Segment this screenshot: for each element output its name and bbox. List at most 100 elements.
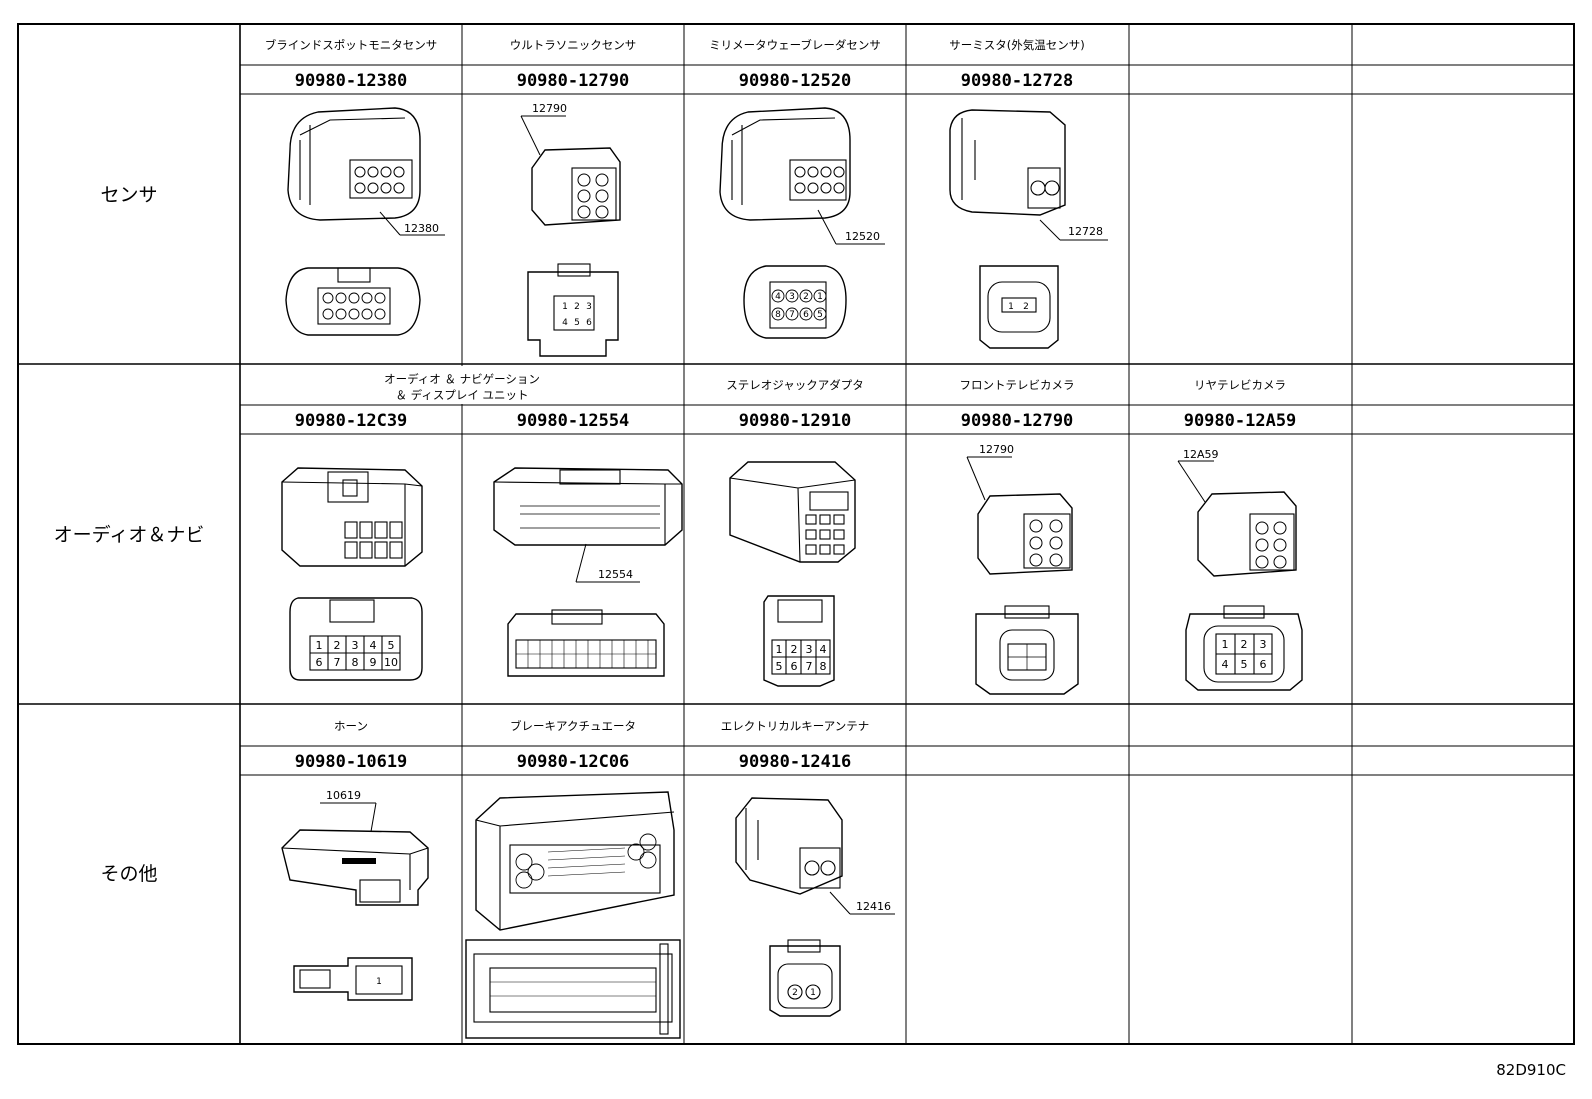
part-number-12c06: 90980-12C06 [517, 752, 630, 772]
callout-12790-sensor: 12790 [532, 102, 567, 115]
connector-12790-camera-drawing: 12790 [966, 443, 1073, 575]
pin-12910-3: 3 [806, 643, 813, 656]
callout-12790-camera: 12790 [979, 443, 1014, 456]
pin-12a59-3: 3 [1260, 638, 1267, 651]
pin-12790-5: 5 [574, 318, 580, 328]
pin-12790-2: 2 [574, 302, 580, 312]
connector-12c39-face: 1 2 3 4 5 6 7 8 9 10 [289, 597, 423, 681]
connector-12910-face: 1 2 3 4 5 6 7 8 [763, 595, 835, 687]
part-number-12554: 90980-12554 [517, 411, 630, 431]
pin-12728-1: 1 [1008, 302, 1014, 312]
pin-12790-6: 6 [586, 318, 592, 328]
connector-12380-drawing: 12380 [287, 107, 445, 236]
part-number-12380: 90980-12380 [295, 71, 408, 91]
pin-12520-8: 8 [775, 310, 781, 320]
pin-12520-6: 6 [803, 310, 809, 320]
part-number-12c39: 90980-12C39 [295, 411, 408, 431]
connector-12790-face: 1 2 3 4 5 6 [527, 263, 619, 357]
part-number-12790: 90980-12790 [517, 71, 630, 91]
pin-12416-2: 2 [792, 988, 798, 998]
callout-12520: 12520 [845, 230, 880, 243]
pin-12c39-9: 9 [370, 656, 377, 669]
pin-12520-4: 4 [775, 292, 781, 302]
connector-12a59-drawing: 12A59 [1177, 448, 1297, 577]
pin-12c39-1: 1 [316, 639, 323, 652]
pin-12a59-5: 5 [1241, 658, 1248, 671]
callout-12554: 12554 [598, 568, 633, 581]
connector-12554-drawing: 12554 [493, 467, 683, 583]
part-number-12790-camera: 90980-12790 [961, 411, 1074, 431]
part-number-12416: 90980-12416 [739, 752, 852, 772]
pin-12416-1: 1 [810, 988, 816, 998]
part-number-12910: 90980-12910 [739, 411, 852, 431]
header-front-tv-camera: フロントテレビカメラ [960, 378, 1075, 392]
table-grid [17, 23, 1575, 1045]
connector-12416-drawing: 12416 [735, 797, 895, 915]
pin-12910-6: 6 [791, 660, 798, 673]
pin-12c39-4: 4 [370, 639, 377, 652]
pin-12520-3: 3 [789, 292, 795, 302]
header-thermistor: サーミスタ(外気温センサ) [949, 38, 1084, 52]
pin-12a59-6: 6 [1260, 658, 1267, 671]
pin-10619-1: 1 [376, 977, 382, 987]
connector-10619-face: 1 [293, 957, 413, 1001]
pin-12728-2: 2 [1023, 302, 1029, 312]
category-label-audio-navi: オーディオ＆ナビ [54, 524, 205, 546]
pin-12790-3: 3 [586, 302, 592, 312]
connector-12a59-face: 1 2 3 4 5 6 [1185, 605, 1303, 691]
pin-12c39-10: 10 [384, 656, 398, 669]
connector-12554-face [507, 609, 665, 677]
pin-12910-2: 2 [791, 643, 798, 656]
header-brake-actuator: ブレーキアクチュエータ [510, 719, 636, 733]
connector-12520-face: 4 3 2 1 8 7 6 5 [743, 265, 847, 339]
connector-12c39-drawing [281, 467, 423, 567]
header-blind-spot-sensor: ブラインドスポットモニタセンサ [265, 38, 438, 52]
callout-12a59: 12A59 [1183, 448, 1219, 461]
pin-12520-2: 2 [803, 292, 809, 302]
connector-10619-drawing: 10619 [281, 789, 429, 906]
header-audio-navi-line1: オーディオ ＆ ナビゲーション [384, 372, 540, 386]
header-audio-navi-line2: ＆ ディスプレイ ユニット [395, 388, 528, 402]
connector-12910-drawing [729, 461, 856, 563]
diagram-code: 82D910C [1496, 1061, 1566, 1079]
pin-12c39-6: 6 [316, 656, 323, 669]
pin-12c39-3: 3 [352, 639, 359, 652]
pin-12a59-4: 4 [1222, 658, 1229, 671]
callout-10619: 10619 [326, 789, 361, 802]
header-electrical-key-antenna: エレクトリカルキーアンテナ [721, 719, 870, 733]
connector-12416-face: 2 1 [769, 939, 841, 1017]
connector-12728-drawing: 12728 [949, 109, 1108, 241]
pin-12910-7: 7 [806, 660, 813, 673]
category-label-other: その他 [100, 863, 157, 885]
pin-12790-4: 4 [562, 318, 568, 328]
connector-12c06-face [465, 939, 681, 1039]
connector-12790-camera-face [975, 605, 1079, 695]
pin-12a59-2: 2 [1241, 638, 1248, 651]
pin-12c39-2: 2 [334, 639, 341, 652]
callout-12380: 12380 [404, 222, 439, 235]
connector-12520-drawing: 12520 [719, 107, 885, 245]
pin-12910-1: 1 [776, 643, 783, 656]
connector-12728-face: 1 2 [979, 265, 1059, 349]
part-number-12a59: 90980-12A59 [1184, 411, 1297, 431]
pin-12520-5: 5 [817, 310, 823, 320]
part-number-12520: 90980-12520 [739, 71, 852, 91]
connector-12790-drawing: 12790 [520, 102, 621, 226]
pin-12520-7: 7 [789, 310, 795, 320]
pin-12910-5: 5 [776, 660, 783, 673]
connector-12380-face [285, 267, 421, 336]
pin-12910-8: 8 [820, 660, 827, 673]
connector-12c06-drawing [475, 791, 675, 931]
pin-12910-4: 4 [820, 643, 827, 656]
pin-12c39-7: 7 [334, 656, 341, 669]
header-horn: ホーン [334, 719, 368, 733]
header-ultrasonic-sensor: ウルトラソニックセンサ [510, 38, 637, 52]
header-mmwave-radar-sensor: ミリメータウェーブレーダセンサ [709, 38, 881, 52]
callout-12728: 12728 [1068, 225, 1103, 238]
pin-12c39-5: 5 [388, 639, 395, 652]
pin-12520-1: 1 [817, 292, 823, 302]
pin-12790-1: 1 [562, 302, 568, 312]
pin-12c39-8: 8 [352, 656, 359, 669]
pin-12a59-1: 1 [1222, 638, 1229, 651]
